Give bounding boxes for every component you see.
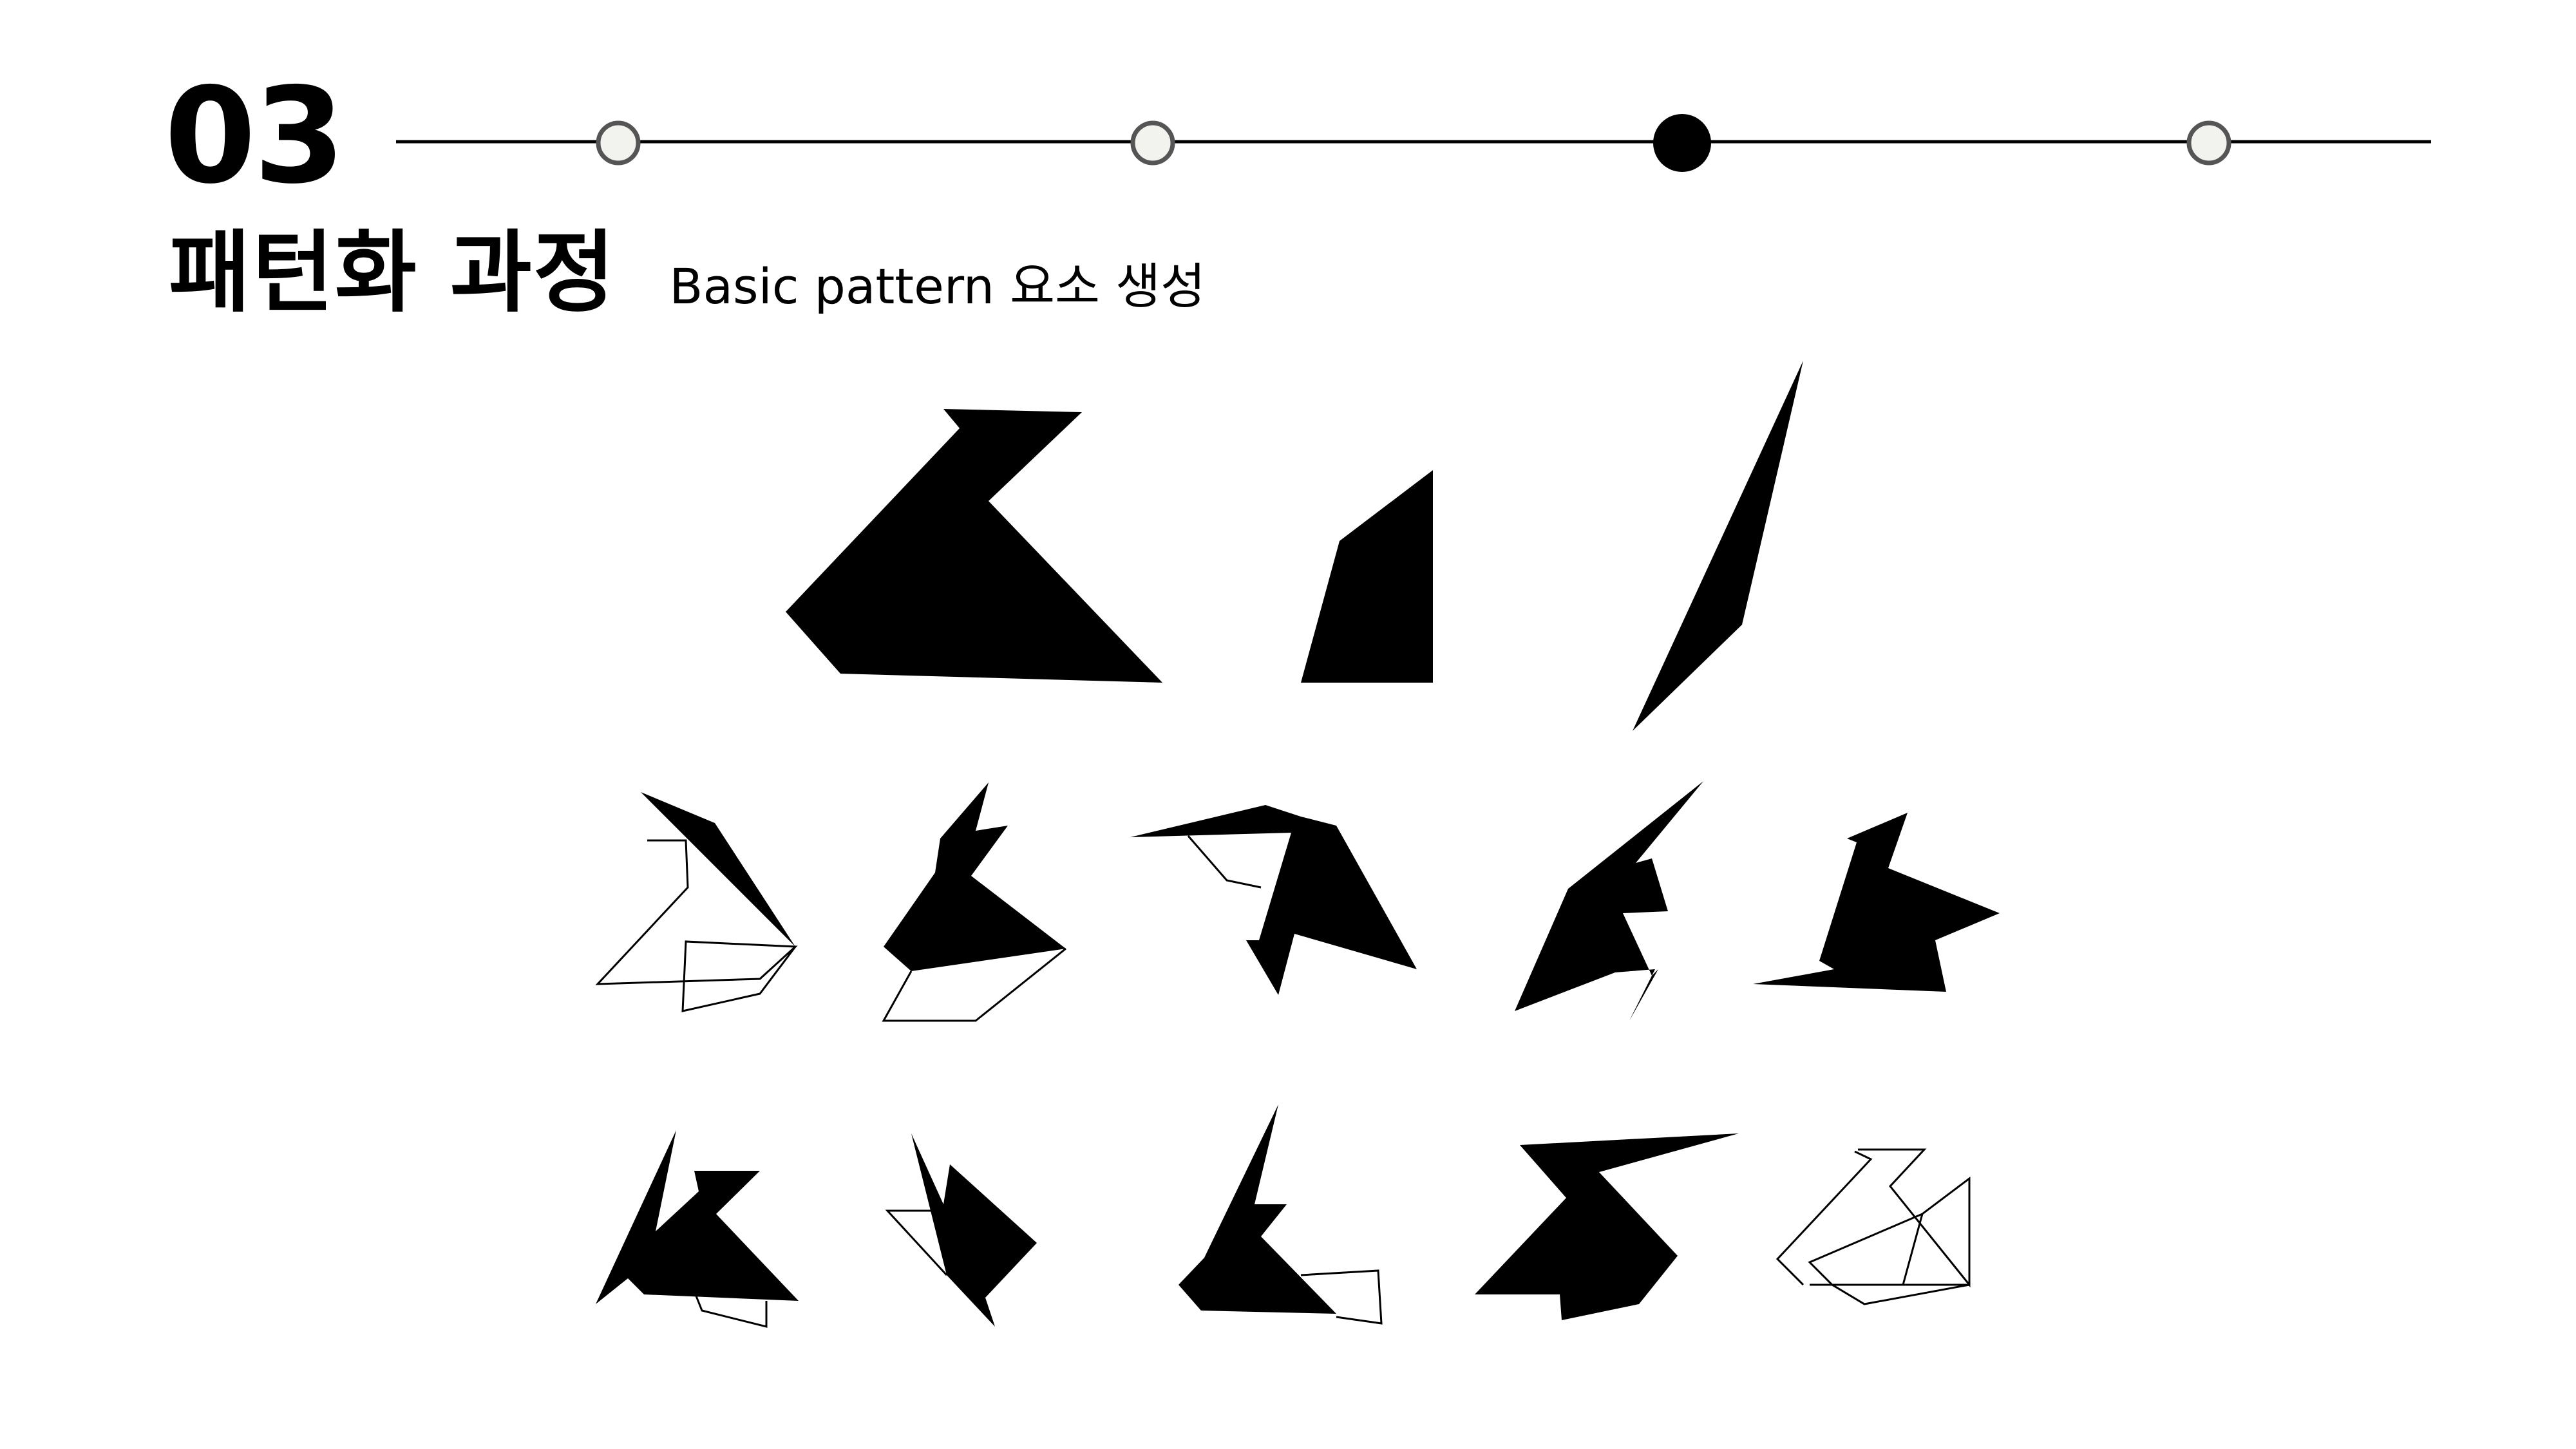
pattern-tile-1-3 [1130, 805, 1417, 995]
page-subtitle: Basic pattern 요소 생성 [669, 258, 1206, 315]
pattern-tile-1-1 [595, 792, 798, 1012]
pattern-tile-1-4 [1515, 781, 1703, 1021]
progress-step-4[interactable] [2186, 120, 2231, 166]
basic-shape-3 [1633, 361, 1803, 731]
pattern-tile-1-2 [882, 782, 1066, 1022]
pattern-tile-2-2 [885, 1133, 1037, 1327]
progress-timeline [396, 114, 2431, 172]
pattern-tile-2-4 [1475, 1133, 1739, 1320]
pattern-tile-1-5 [1753, 813, 2000, 992]
pattern-row-1 [595, 781, 2000, 1022]
pattern-tile-2-3 [1179, 1104, 1383, 1325]
basic-shape-1 [786, 409, 1162, 683]
page-title: 패턴화 과정 [169, 221, 616, 325]
progress-step-1[interactable] [596, 120, 641, 166]
title-row: 패턴화 과정 Basic pattern 요소 생성 [169, 229, 1206, 317]
pattern-tile-2-5 [1776, 1148, 1971, 1305]
progress-step-2[interactable] [1130, 120, 1175, 166]
section-number: 03 [164, 60, 345, 213]
pattern-row-2 [596, 1104, 1971, 1328]
basic-elements-row [786, 361, 1803, 731]
basic-shape-2 [1301, 470, 1433, 683]
progress-step-3-current[interactable] [1653, 114, 1711, 172]
pattern-tile-2-1 [596, 1130, 799, 1328]
